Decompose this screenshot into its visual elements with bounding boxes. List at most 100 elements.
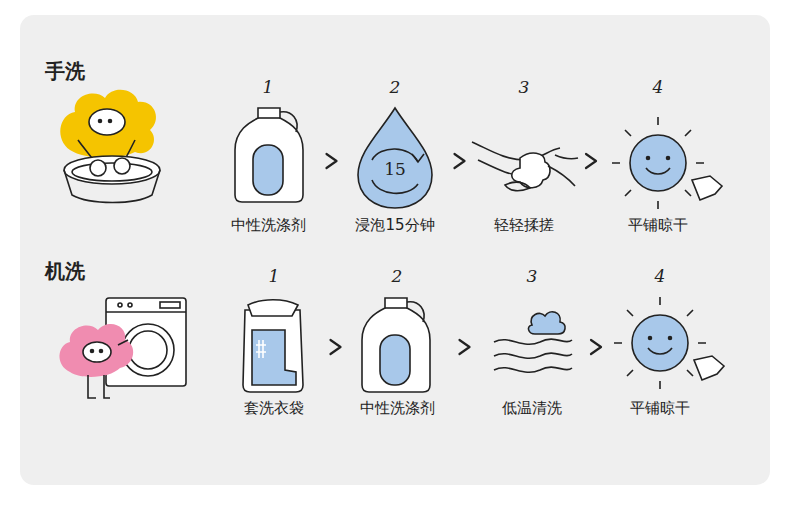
- water-waves: [494, 353, 572, 358]
- wash-step: 2 15 浸泡15分钟: [350, 75, 440, 235]
- wash-step: 1 套洗衣袋: [229, 264, 319, 418]
- detergent-bottle: [380, 335, 410, 385]
- wash-step: 2 中性洗涤剂: [352, 264, 442, 418]
- water-drop: [358, 108, 432, 208]
- detergent-bottle: [385, 307, 407, 309]
- hands-rubbing: [472, 142, 560, 160]
- hands-rubbing: [555, 155, 578, 159]
- sun-icon: [649, 337, 652, 340]
- sun-icon: [646, 168, 670, 174]
- detergent-bottle: [362, 298, 430, 392]
- washing-machine-figure: [91, 350, 94, 353]
- sun-icon: [692, 176, 722, 200]
- hand-wash-figure: [114, 158, 130, 174]
- step-caption: 低温清洗: [487, 399, 577, 418]
- laundry-bag: [256, 340, 266, 358]
- detergent-bottle: [407, 302, 424, 322]
- laundry-bag: [252, 330, 296, 385]
- washing-machine-figure: [88, 375, 110, 398]
- water-waves: [494, 312, 572, 373]
- water-drop: [358, 108, 432, 208]
- washing-machine-figure: [128, 303, 132, 307]
- hand-wash-figure: [72, 163, 152, 181]
- step-caption: 平铺晾干: [615, 399, 705, 418]
- sun-icon: [632, 315, 688, 371]
- step-number: 4: [615, 266, 705, 286]
- detergent-bottle: [280, 112, 297, 132]
- step-caption: 套洗衣袋: [229, 399, 319, 418]
- washing-machine-figure: [160, 302, 180, 308]
- step-chevron: [460, 340, 470, 354]
- step-chevron: [586, 154, 596, 168]
- detergent-bottle: [235, 108, 303, 202]
- washing-machine-figure: [118, 303, 122, 307]
- hand-wash-figure: [99, 120, 102, 123]
- detergent-bottle: [362, 298, 430, 392]
- laundry-bag: [248, 300, 298, 316]
- step-number: 2: [350, 77, 440, 97]
- wash-step: 4 平铺晾干: [613, 75, 703, 235]
- hand-wash-figure: [109, 120, 112, 123]
- water-waves: [494, 367, 572, 372]
- sun-icon: [612, 117, 722, 209]
- washing-machine-figure: [100, 350, 103, 353]
- step-number: 1: [229, 266, 319, 286]
- step-number: 3: [479, 77, 569, 97]
- hand-wash-figure: [64, 170, 160, 203]
- step-number: 1: [223, 77, 313, 97]
- sun-icon: [612, 117, 704, 209]
- sun-icon: [614, 297, 724, 389]
- washing-machine-figure: [59, 298, 186, 398]
- hands-rubbing: [548, 166, 575, 186]
- row-heading: 机洗: [45, 258, 85, 285]
- step-number: 2: [352, 266, 442, 286]
- sun-icon: [694, 356, 724, 380]
- step-chevron: [455, 154, 465, 168]
- hand-wash-figure: [90, 160, 106, 176]
- row-heading: 手洗: [45, 58, 85, 85]
- sun-icon: [614, 297, 706, 389]
- wash-step: 1 中性洗涤剂: [223, 75, 313, 235]
- water-waves: [494, 339, 572, 344]
- step-caption: 平铺晾干: [613, 216, 703, 235]
- water-drop: [412, 154, 424, 162]
- step-number: 4: [613, 77, 703, 97]
- washing-machine-figure: [106, 311, 186, 313]
- sun-icon: [669, 337, 672, 340]
- detergent-bottle: [235, 108, 303, 202]
- hand-wash-figure: [60, 90, 156, 158]
- hand-wash-figure: [64, 156, 160, 184]
- washing-machine-figure: [129, 331, 167, 369]
- water-drop: [372, 180, 418, 193]
- wash-step: 4 平铺晾干: [615, 264, 705, 418]
- washing-machine-figure: [118, 340, 128, 345]
- step-chevron: [331, 340, 341, 354]
- step-caption: 中性洗涤剂: [352, 399, 442, 418]
- water-waves: [528, 312, 565, 334]
- hand-wash-figure: [60, 90, 160, 203]
- hands-rubbing: [472, 142, 578, 191]
- laundry-bag: [243, 300, 303, 392]
- washing-machine-figure: [59, 324, 133, 377]
- sun-icon: [667, 157, 670, 160]
- hands-rubbing: [505, 182, 530, 191]
- sun-icon: [647, 157, 650, 160]
- step-chevron: [591, 340, 601, 354]
- wash-step: 3 轻轻揉搓: [479, 75, 569, 235]
- detergent-bottle: [258, 117, 280, 119]
- wash-step: 3 低温清洗: [487, 264, 577, 418]
- hand-wash-figure: [89, 109, 125, 135]
- soak-minutes: 15: [350, 159, 440, 179]
- step-caption: 轻轻揉搓: [479, 216, 569, 235]
- detergent-bottle: [253, 145, 283, 195]
- step-caption: 中性洗涤剂: [223, 216, 313, 235]
- sun-icon: [648, 348, 672, 354]
- card-background: [20, 15, 770, 485]
- step-caption: 浸泡15分钟: [350, 216, 440, 235]
- laundry-bag: [243, 310, 303, 392]
- step-number: 3: [487, 266, 577, 286]
- sun-icon: [630, 135, 686, 191]
